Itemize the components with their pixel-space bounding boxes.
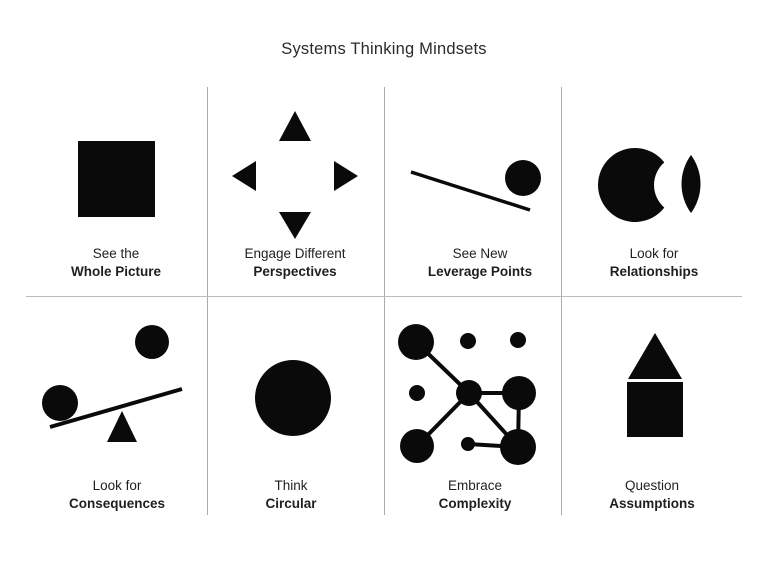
label-line: Look for [92, 478, 142, 493]
crescent-lens-icon [598, 148, 701, 223]
label-line-bold: Relationships [609, 264, 699, 279]
label-whole-picture: See the Whole Picture [26, 245, 206, 281]
square-icon [78, 141, 155, 217]
triangle-on-square-icon [627, 333, 683, 437]
label-line-bold: Whole Picture [70, 264, 161, 279]
label-line: Think [274, 478, 308, 493]
arrows-outward-icon [232, 111, 358, 239]
label-line-bold: Leverage Points [427, 264, 533, 279]
label-circular: Think Circular [201, 477, 381, 513]
grid-dividers [26, 87, 742, 515]
label-complexity: Embrace Complexity [385, 477, 565, 513]
lever-ball-icon [410, 160, 541, 212]
label-line: Engage Different [244, 246, 346, 261]
label-line-bold: Assumptions [609, 496, 695, 511]
label-relationships: Look for Relationships [564, 245, 744, 281]
page-title: Systems Thinking Mindsets [281, 40, 487, 58]
label-line-bold: Consequences [68, 496, 166, 511]
label-consequences: Look for Consequences [27, 477, 207, 513]
circle-icon [255, 360, 331, 436]
label-line: See New [452, 246, 508, 261]
label-perspectives: Engage Different Perspectives [205, 245, 385, 281]
label-assumptions: Question Assumptions [562, 477, 742, 513]
label-leverage-points: See New Leverage Points [390, 245, 570, 281]
label-line-bold: Perspectives [253, 264, 337, 279]
seesaw-icon [42, 325, 183, 442]
network-nodes-icon [398, 324, 536, 465]
label-line: Embrace [447, 478, 503, 493]
label-line-bold: Circular [265, 496, 317, 511]
label-line-bold: Complexity [438, 496, 512, 511]
label-line: Question [624, 478, 680, 493]
label-line: See the [92, 246, 140, 261]
label-line: Look for [629, 246, 679, 261]
